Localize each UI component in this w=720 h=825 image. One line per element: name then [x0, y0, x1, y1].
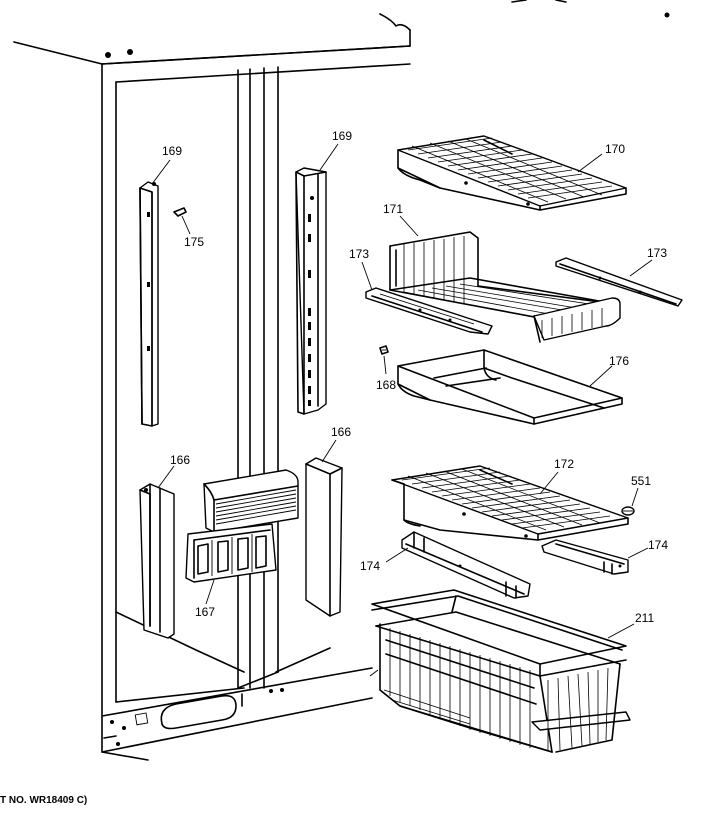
callout-166-left: 166 — [170, 453, 190, 467]
callout-leaders — [151, 143, 653, 639]
air-duct-cover — [185, 469, 299, 583]
callout-175: 175 — [184, 235, 204, 249]
slide-rail-173-right — [555, 257, 683, 307]
part-number-footer: T NO. WR18409 C) — [0, 795, 87, 806]
screw-551 — [621, 506, 635, 516]
pin-168 — [379, 345, 389, 355]
shelf-frame-176 — [397, 349, 623, 425]
callout-171: 171 — [383, 202, 403, 216]
shelf-rail-left — [139, 181, 159, 427]
basket-slide-174-right — [541, 539, 629, 575]
callout-169-right: 169 — [332, 129, 352, 143]
callout-173-left: 173 — [349, 247, 369, 261]
callout-173-right: 173 — [647, 246, 667, 260]
wire-basket-211 — [371, 589, 631, 753]
callout-174-right: 174 — [648, 538, 668, 552]
shelf-rail-right — [295, 167, 327, 415]
callout-168: 168 — [376, 378, 396, 392]
wire-shelf-170 — [397, 135, 627, 211]
callout-211: 211 — [635, 611, 654, 625]
callout-174-left: 174 — [360, 559, 380, 573]
callout-169-left: 169 — [162, 144, 182, 158]
wire-shelf-172 — [391, 465, 629, 541]
basket-slide-174-left — [401, 531, 531, 599]
wire-basket-171 — [389, 231, 621, 343]
lower-rail-left — [139, 483, 175, 639]
callout-551: 551 — [631, 474, 651, 488]
callout-170: 170 — [605, 142, 625, 156]
callout-167: 167 — [195, 605, 215, 619]
lower-rail-right — [305, 457, 343, 617]
shelf-clip-175 — [173, 207, 187, 217]
callout-166-right: 166 — [331, 425, 351, 439]
callout-172: 172 — [554, 457, 574, 471]
freezer-cabinet — [13, 0, 670, 761]
callout-176: 176 — [609, 354, 629, 368]
slide-rail-173-left — [365, 287, 493, 335]
